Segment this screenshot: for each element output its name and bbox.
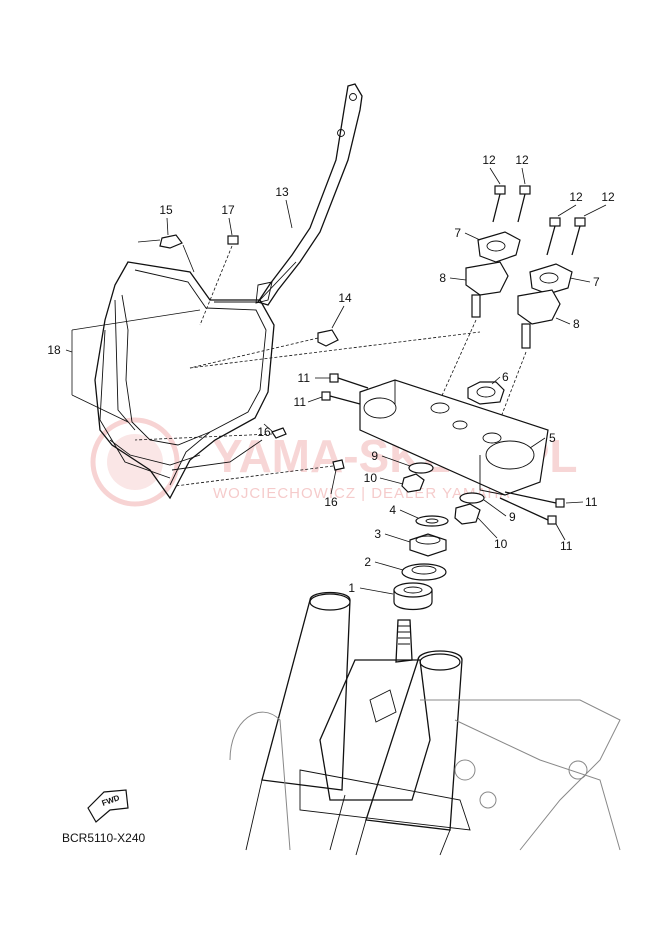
lower-holder-right (495, 289, 561, 431)
callout-8-left: 8 (439, 271, 446, 285)
number-plate (94, 261, 275, 500)
callout-16-b: 16 (324, 495, 338, 509)
callout-7-right: 7 (593, 275, 600, 289)
callout-11-b: 11 (294, 395, 307, 409)
callout-5: 5 (549, 431, 556, 445)
bolts-11 (321, 373, 565, 525)
callout-9-left: 9 (371, 449, 378, 463)
callout-9-right: 9 (509, 510, 516, 524)
callout-16-a: 16 (257, 425, 271, 439)
callout-11-a: 11 (298, 371, 311, 385)
callout-3: 3 (374, 527, 381, 541)
callout-4: 4 (389, 503, 396, 517)
headlight-stay (214, 83, 363, 306)
fwd-arrow-icon: FWD (87, 789, 129, 823)
upper-bracket (359, 379, 549, 496)
callout-17: 17 (221, 203, 235, 217)
grommet-16a (134, 427, 287, 441)
washer-9b (459, 492, 485, 504)
upper-clamp-left (477, 231, 521, 263)
fork-assembly (229, 591, 621, 856)
ring-nut-3 (409, 533, 447, 557)
steering-nut-6 (467, 381, 505, 405)
grommet-16b (174, 459, 345, 487)
callout-18: 18 (47, 343, 61, 357)
callout-12-c: 12 (569, 190, 583, 204)
nut-14 (189, 329, 339, 369)
callout-15: 15 (159, 203, 173, 217)
callout-10-right: 10 (494, 537, 508, 551)
callout-14: 14 (338, 291, 352, 305)
screw-17 (199, 235, 239, 326)
clip-15 (137, 234, 195, 273)
washer-9a (408, 462, 434, 474)
callout-6: 6 (502, 370, 509, 384)
callout-11-c: 11 (585, 495, 598, 509)
upper-clamp-right (529, 263, 573, 295)
callout-1: 1 (348, 581, 355, 595)
callout-12-a: 12 (482, 153, 496, 167)
callout-12-b: 12 (515, 153, 529, 167)
callout-labels: 1 2 3 4 5 6 7 7 8 8 9 9 10 10 11 11 11 1… (47, 153, 615, 595)
callout-7-left: 7 (454, 226, 461, 240)
lower-holder-left (439, 261, 509, 401)
diagram-code: BCR5110-X240 (62, 831, 145, 845)
callout-12-d: 12 (601, 190, 615, 204)
nut-10b (454, 503, 481, 525)
callout-13: 13 (275, 185, 289, 199)
nut-10a (401, 473, 425, 493)
bearing-cover-2 (401, 563, 447, 581)
callout-10-left: 10 (364, 471, 378, 485)
callout-8-right: 8 (573, 317, 580, 331)
callout-11-d: 11 (560, 539, 573, 553)
callout-leaders (166, 167, 607, 595)
bolts-12 (492, 185, 586, 256)
callout-2: 2 (364, 555, 371, 569)
bearing-1 (393, 582, 433, 611)
watermark-subtitle: WOJCIECHOWICZ | DEALER YAMAHA (213, 485, 510, 502)
callout-18-leaders (65, 309, 201, 423)
washer-4 (415, 515, 449, 527)
